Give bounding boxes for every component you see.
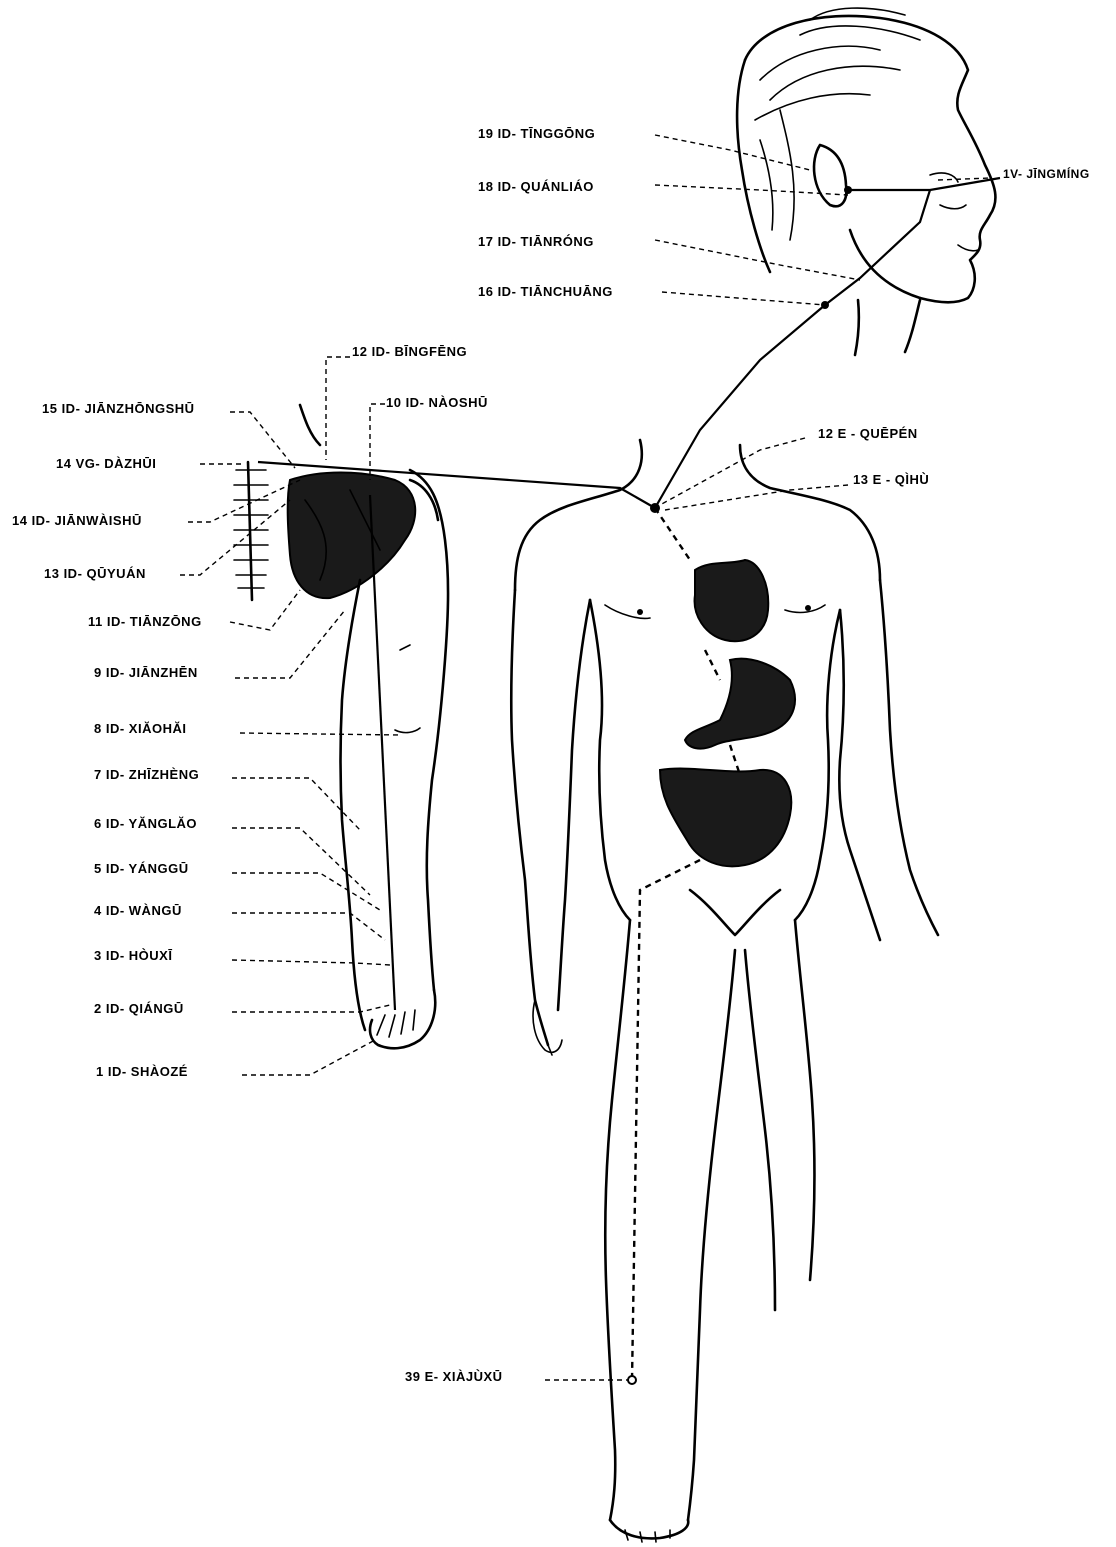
point-label-id9: 9 ID- JIĀNZHĒN	[94, 666, 198, 679]
point-label-id13: 13 ID- QŪYUÁN	[44, 567, 146, 580]
point-label-e39: 39 E- XIÀJÙXŪ	[405, 1370, 503, 1383]
point-label-vg14: 14 VG- DÀZHŪI	[56, 457, 156, 470]
point-label-e13: 13 E - QÌHÙ	[853, 473, 929, 486]
scapula-illustration	[234, 405, 438, 600]
point-label-id16: 16 ID- TIĀNCHUĀNG	[478, 285, 613, 298]
point-label-id2: 2 ID- QIÁNGŪ	[94, 1002, 184, 1015]
point-label-id8: 8 ID- XIĂOHĂI	[94, 722, 186, 735]
point-label-id18: 18 ID- QUÁNLIÁO	[478, 180, 594, 193]
point-label-id3: 3 ID- HÒUXĪ	[94, 949, 172, 962]
leader-lines	[180, 135, 990, 1380]
point-label-id1: 1 ID- SHÀOZÉ	[96, 1065, 188, 1078]
point-label-id10: 10 ID- NÀOSHŪ	[386, 396, 488, 409]
point-label-id14: 14 ID- JIĀNWÀISHŪ	[12, 514, 142, 527]
point-label-id12: 12 ID- BĪNGFĒNG	[352, 345, 467, 358]
head-illustration	[737, 8, 995, 355]
body-front-illustration	[511, 440, 938, 1542]
point-label-v1: 1V- JĪNGMÍNG	[1003, 168, 1090, 180]
point-label-id17: 17 ID- TIĀNRÓNG	[478, 235, 594, 248]
point-label-id19: 19 ID- TĪNGGŌNG	[478, 127, 595, 140]
point-label-id6: 6 ID- YĂNGLĂO	[94, 817, 197, 830]
point-label-id7: 7 ID- ZHĪZHÈNG	[94, 768, 199, 781]
point-label-id15: 15 ID- JIĀNZHŌNGSHŪ	[42, 402, 195, 415]
point-label-id4: 4 ID- WÀNGŪ	[94, 904, 182, 917]
point-label-e12: 12 E - QUĒPÉN	[818, 427, 918, 440]
point-label-id5: 5 ID- YÁNGGŪ	[94, 862, 189, 875]
point-label-id11: 11 ID- TIĀNZŌNG	[88, 615, 202, 628]
